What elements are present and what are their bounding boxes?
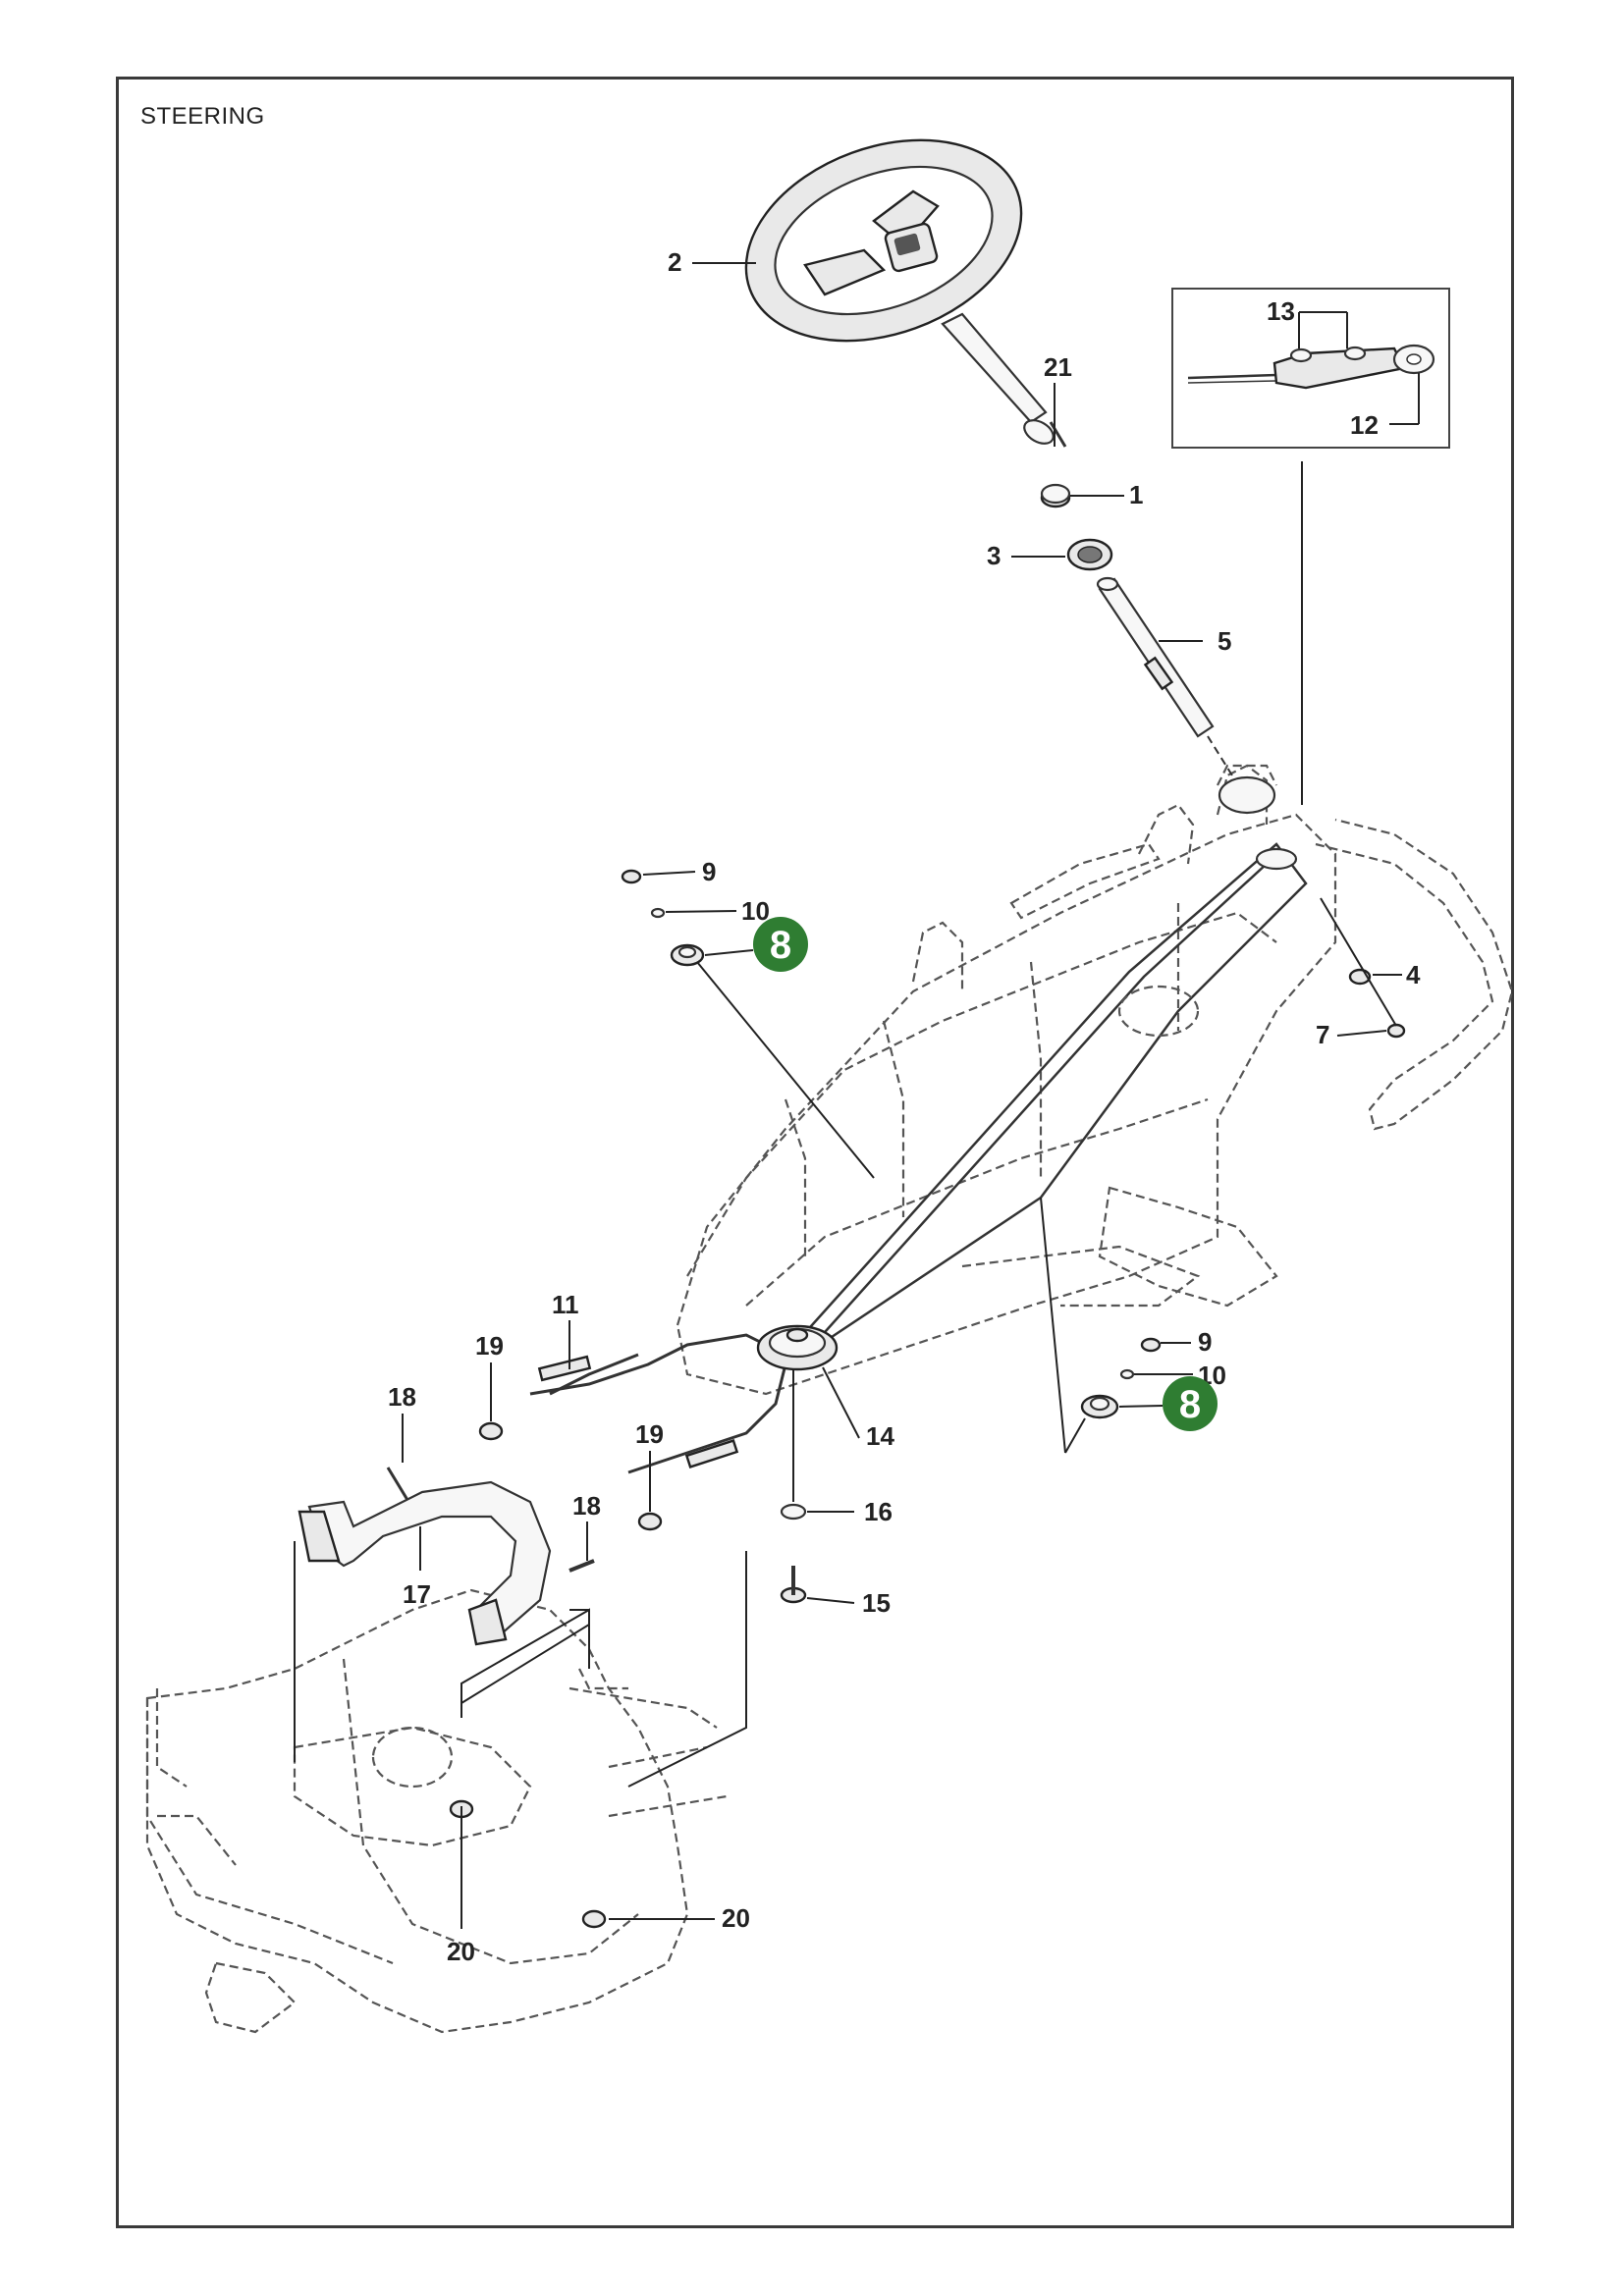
callout-16: 16 — [864, 1497, 893, 1526]
pulley-14 — [756, 1324, 839, 1371]
badge-8-lower: 8 — [1163, 1376, 1218, 1431]
steering-wheel — [744, 138, 1055, 445]
callout-19-right: 19 — [635, 1419, 664, 1449]
nut-19-a — [478, 1421, 504, 1441]
callout-leaders — [402, 262, 1420, 1929]
callout-1: 1 — [1129, 480, 1143, 509]
nut-19-b — [637, 1512, 663, 1531]
bracket-17 — [298, 1480, 552, 1646]
hardware-stack-lower — [1040, 1197, 1162, 1454]
callout-labels: 2 21 1 3 5 4 7 9 10 9 10 13 12 11 14 16 … — [388, 247, 1421, 1966]
nut-1 — [1040, 483, 1071, 508]
screw-15 — [780, 1566, 807, 1604]
bolt-18-a — [386, 1467, 409, 1501]
bolt-18-b — [568, 1559, 595, 1573]
callout-21: 21 — [1044, 352, 1072, 382]
callout-18-right: 18 — [572, 1491, 601, 1521]
callout-14: 14 — [866, 1421, 894, 1451]
callout-11: 11 — [552, 1290, 579, 1319]
badge-8-upper-label: 8 — [770, 924, 791, 967]
callout-10-upper: 10 — [741, 896, 770, 926]
lower-transaxle-frame — [145, 1588, 728, 2034]
callout-20-left: 20 — [447, 1937, 475, 1966]
badge-8-upper: 8 — [753, 917, 808, 972]
bearing-3 — [1066, 538, 1113, 571]
callout-2: 2 — [668, 247, 681, 277]
chassis-frame — [676, 764, 1514, 1396]
callout-3: 3 — [987, 541, 1001, 570]
page-title: STEERING — [140, 103, 265, 130]
steering-column-top — [1217, 764, 1277, 815]
steering-shaft-5 — [1096, 576, 1233, 776]
callout-9-upper: 9 — [702, 857, 716, 886]
callout-4: 4 — [1406, 960, 1421, 989]
callout-13: 13 — [1267, 296, 1295, 326]
washer-16 — [780, 1503, 807, 1521]
callout-7: 7 — [1316, 1020, 1329, 1049]
callout-18-left: 18 — [388, 1382, 416, 1412]
diagram-frame — [116, 77, 1514, 2228]
callout-17: 17 — [403, 1579, 431, 1609]
pin-21 — [1049, 421, 1067, 448]
nut-20-b — [581, 1909, 607, 1929]
callout-5: 5 — [1218, 626, 1231, 656]
inset-box — [1171, 288, 1450, 805]
callout-20-right: 20 — [722, 1903, 750, 1933]
callout-15: 15 — [862, 1588, 891, 1618]
callout-19-left: 19 — [475, 1331, 504, 1361]
hardware-stack-upper — [621, 869, 875, 1179]
callout-12: 12 — [1350, 410, 1379, 440]
callout-9-lower: 9 — [1198, 1327, 1212, 1357]
bolt-7 — [1386, 1023, 1406, 1039]
pulley-upper — [1117, 847, 1298, 1038]
badge-8-lower-label: 8 — [1179, 1383, 1201, 1426]
